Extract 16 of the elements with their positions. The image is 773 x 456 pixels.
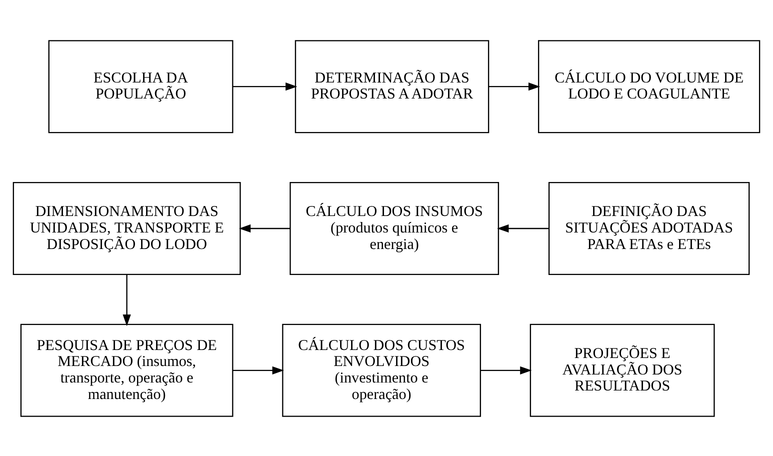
node-box: CÁLCULO DO VOLUME DE LODO E COAGULANTE (538, 40, 760, 133)
node-box: CÁLCULO DOS INSUMOS (produtos químicos e energia) (290, 181, 500, 275)
arrow (497, 224, 550, 232)
arrow (232, 366, 284, 374)
arrow (238, 224, 290, 232)
node-box: DIMENSIONAMENTO DAS UNIDADES, TRANSPORTE E DISPOSIÇÃO DO LODO (12, 181, 241, 275)
arrow (233, 82, 298, 90)
arrow (480, 366, 532, 374)
arrow (488, 82, 540, 90)
node-box: CÁLCULO DOS CUSTOS ENVOLVIDOS (investimento e operação) (282, 323, 481, 416)
node-box: ESCOLHA DA POPULAÇÃO (48, 40, 234, 133)
node-box: DETERMINAÇÃO DAS PROPOSTAS A ADOTAR (294, 40, 490, 133)
arrow (122, 274, 131, 326)
node-box: DEFINIÇÃO DAS SITUAÇÕES ADOTADAS PARA ETAs e ETEs (548, 181, 750, 275)
node-box: PESQUISA DE PREÇOS DE MERCADO (insumos, transporte, operação e manutenção) (20, 323, 234, 416)
node-box: PROJEÇÕES E AVALIAÇÃO DOS RESULTADOS (530, 323, 715, 416)
